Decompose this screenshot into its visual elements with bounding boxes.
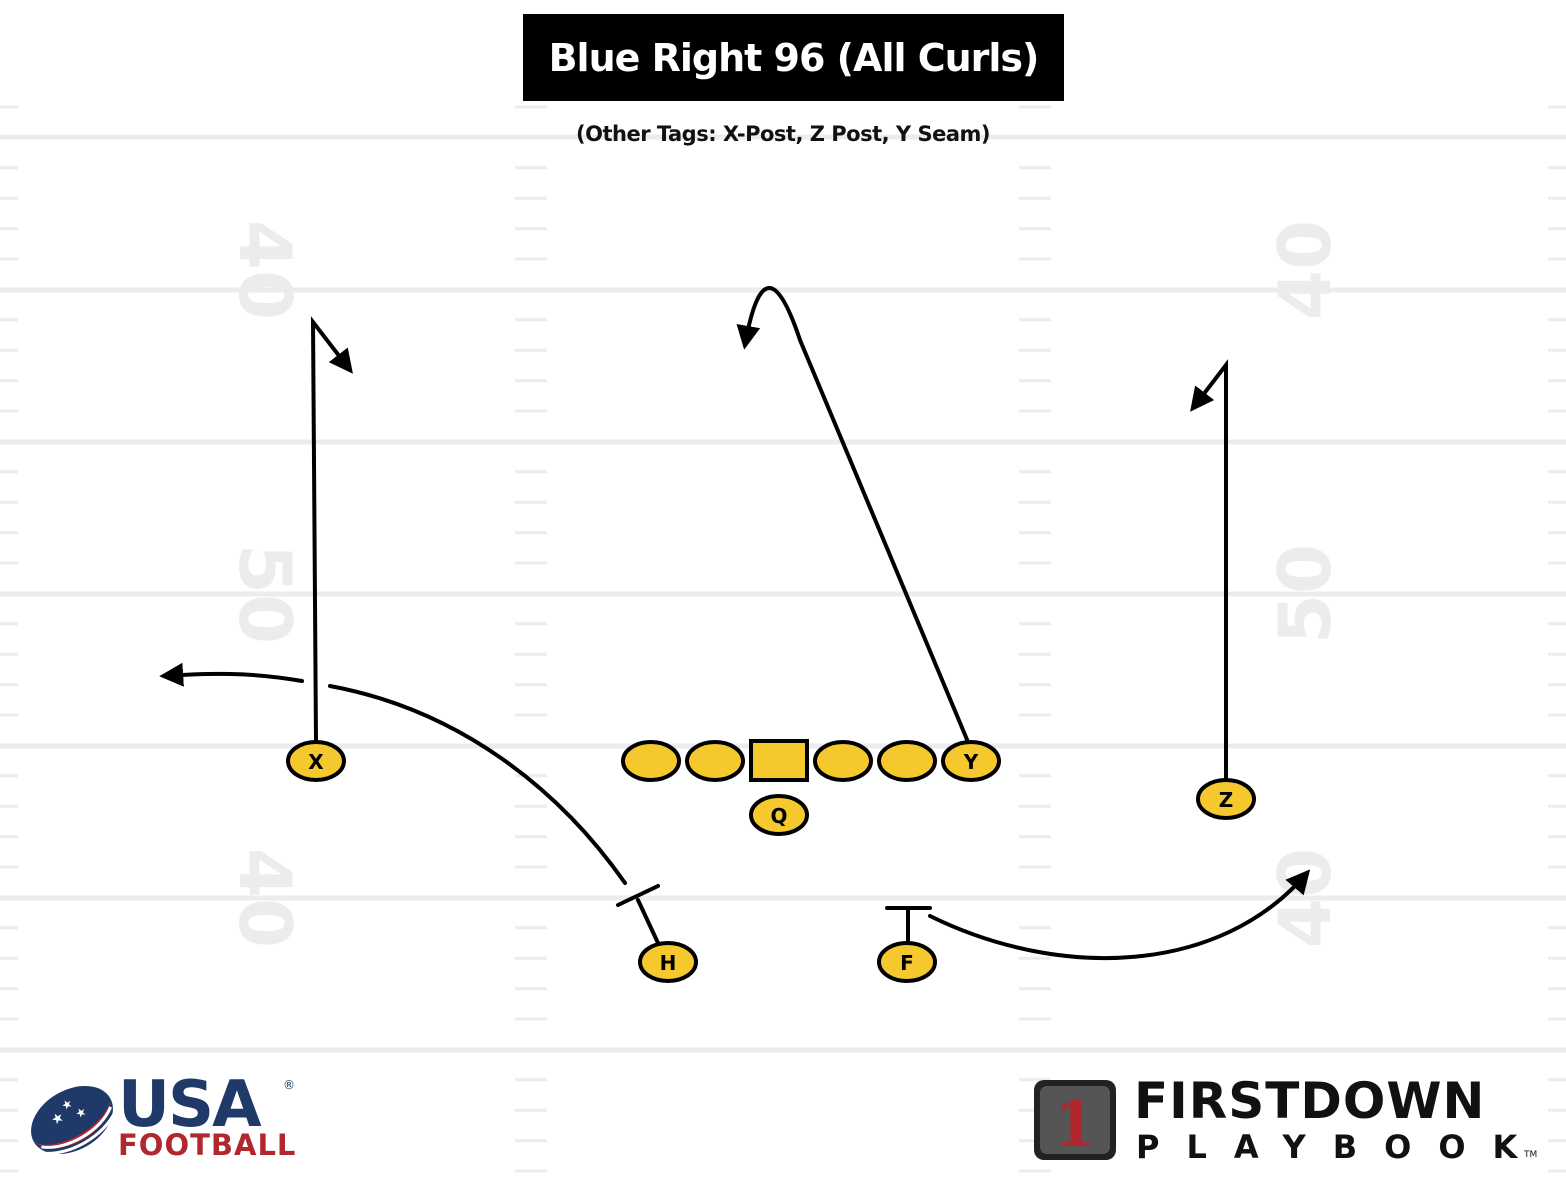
lineman-right-tackle: [877, 740, 937, 782]
route-h-arc: [328, 684, 627, 885]
routes: [159, 286, 1311, 961]
yard-number-left-top: 40: [223, 220, 307, 320]
lineman-right-guard: [813, 740, 873, 782]
player-y: Y: [941, 740, 1001, 782]
lineman-left-guard: [685, 740, 745, 782]
player-x-label: X: [308, 750, 324, 774]
yard-number-right-mid: 50: [1263, 544, 1347, 644]
firstdown-logo-sub: PLAYBOOK: [1136, 1128, 1545, 1166]
player-h: H: [638, 941, 698, 983]
yard-numbers: 40 50 40 40 50 40: [223, 220, 1347, 948]
route-x: [310, 316, 353, 744]
player-f: F: [877, 941, 937, 983]
yard-number-left-bottom: 40: [223, 848, 307, 948]
firstdown-logo-word: FIRSTDOWN: [1134, 1072, 1486, 1130]
usa-football-ball-icon: ★ ★ ★: [31, 1085, 117, 1155]
route-z: [1190, 359, 1228, 782]
play-title: Blue Right 96 (All Curls): [548, 35, 1040, 80]
player-f-label: F: [900, 951, 914, 975]
firstdown-badge-icon: 1: [1034, 1080, 1116, 1161]
usa-logo-sub: FOOTBALL: [118, 1128, 297, 1162]
player-q-label: Q: [770, 804, 787, 828]
play-subtitle: (Other Tags: X-Post, Z Post, Y Seam): [576, 122, 990, 146]
player-q: Q: [749, 794, 809, 836]
usa-logo-word: USA: [118, 1068, 262, 1142]
firstdown-badge-number: 1: [1053, 1088, 1096, 1161]
offensive-line: [621, 739, 937, 782]
firstdown-trademark: TM: [1524, 1150, 1538, 1160]
player-z: Z: [1196, 778, 1256, 820]
yard-number-left-mid: 50: [223, 544, 307, 644]
yard-number-right-bottom: 40: [1263, 848, 1347, 948]
block-h: [616, 884, 660, 907]
player-h-label: H: [660, 951, 677, 975]
play-title-box: Blue Right 96 (All Curls): [523, 14, 1064, 101]
route-f: [928, 869, 1311, 961]
player-z-label: Z: [1219, 788, 1234, 812]
hash-marks: [0, 105, 1566, 1173]
lineman-left-tackle: [621, 740, 681, 782]
route-h-tail: [159, 662, 304, 687]
route-y: [736, 286, 970, 744]
route-h-stem: [636, 898, 660, 945]
skill-players: X Y Z Q H F: [286, 740, 1256, 983]
center: [749, 739, 809, 782]
player-y-label: Y: [963, 750, 979, 774]
yard-number-right-top: 40: [1263, 220, 1347, 320]
usa-registered-mark: ®: [283, 1078, 295, 1092]
player-x: X: [286, 740, 346, 782]
